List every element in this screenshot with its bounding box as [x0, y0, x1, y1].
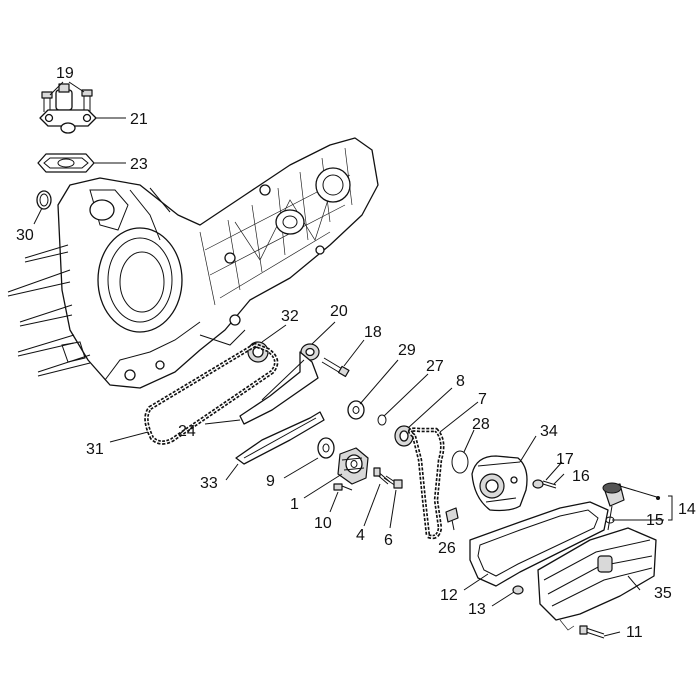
callout-19: 19 [56, 65, 74, 82]
callout-20: 20 [330, 303, 348, 320]
chain-guide-24 [239, 351, 319, 425]
tensioner-cap-19 [41, 83, 93, 112]
pump-chain-26 [407, 427, 459, 540]
crankcase [7, 137, 379, 389]
callout-18: 18 [364, 324, 382, 341]
callout-34: 34 [540, 423, 558, 440]
callout-30: 30 [16, 227, 34, 244]
chain-guide-33 [235, 411, 325, 465]
callout-12: 12 [440, 587, 458, 604]
leader-lines [33, 81, 673, 637]
cover-plate-21 [39, 109, 97, 134]
callout-10: 10 [314, 515, 332, 532]
o-ring-28 [451, 450, 469, 474]
timing-chain-31 [144, 342, 279, 445]
callout-1: 1 [290, 496, 299, 513]
pump-cover-9 [317, 437, 335, 459]
gasket-23 [37, 153, 95, 173]
oil-sump-35 [537, 527, 657, 631]
callout-16: 16 [572, 468, 590, 485]
shaft-4 [373, 467, 391, 485]
callout-17: 17 [556, 451, 574, 468]
callout-15: 15 [646, 512, 664, 529]
oil-pump-1 [337, 447, 369, 485]
callout-7: 7 [478, 391, 487, 408]
screw-11 [579, 625, 605, 639]
screw-6 [383, 475, 403, 489]
screw-10 [333, 483, 353, 491]
bolt-17-16 [532, 479, 557, 489]
washer-29 [347, 400, 365, 420]
callout-8: 8 [456, 373, 465, 390]
pump-cover-plate-34 [471, 455, 528, 512]
callout-29: 29 [398, 342, 416, 359]
pump-sprocket-8 [394, 425, 414, 447]
dipstick-14 [602, 482, 625, 531]
plug-13 [512, 585, 524, 595]
callout-labels: 19 21 23 30 32 20 18 29 27 8 7 28 34 17 … [16, 65, 696, 641]
callout-31: 31 [86, 441, 104, 458]
o-ring-30 [36, 190, 52, 210]
sump-gasket-12 [469, 501, 609, 587]
callout-26: 26 [438, 540, 456, 557]
callout-24: 24 [178, 423, 196, 440]
callout-32: 32 [281, 308, 299, 325]
callout-21: 21 [130, 111, 148, 128]
callout-11: 11 [626, 624, 643, 641]
bolt-18 [321, 357, 350, 378]
callout-35: 35 [654, 585, 672, 602]
callout-4: 4 [356, 527, 365, 544]
callout-13: 13 [468, 601, 486, 618]
o-ring-27 [377, 414, 387, 426]
callout-28: 28 [472, 416, 490, 433]
callout-23: 23 [130, 156, 148, 173]
callout-9: 9 [266, 473, 275, 490]
callout-33: 33 [200, 475, 218, 492]
callout-14: 14 [678, 501, 696, 518]
callout-6: 6 [384, 532, 393, 549]
callout-27: 27 [426, 358, 444, 375]
